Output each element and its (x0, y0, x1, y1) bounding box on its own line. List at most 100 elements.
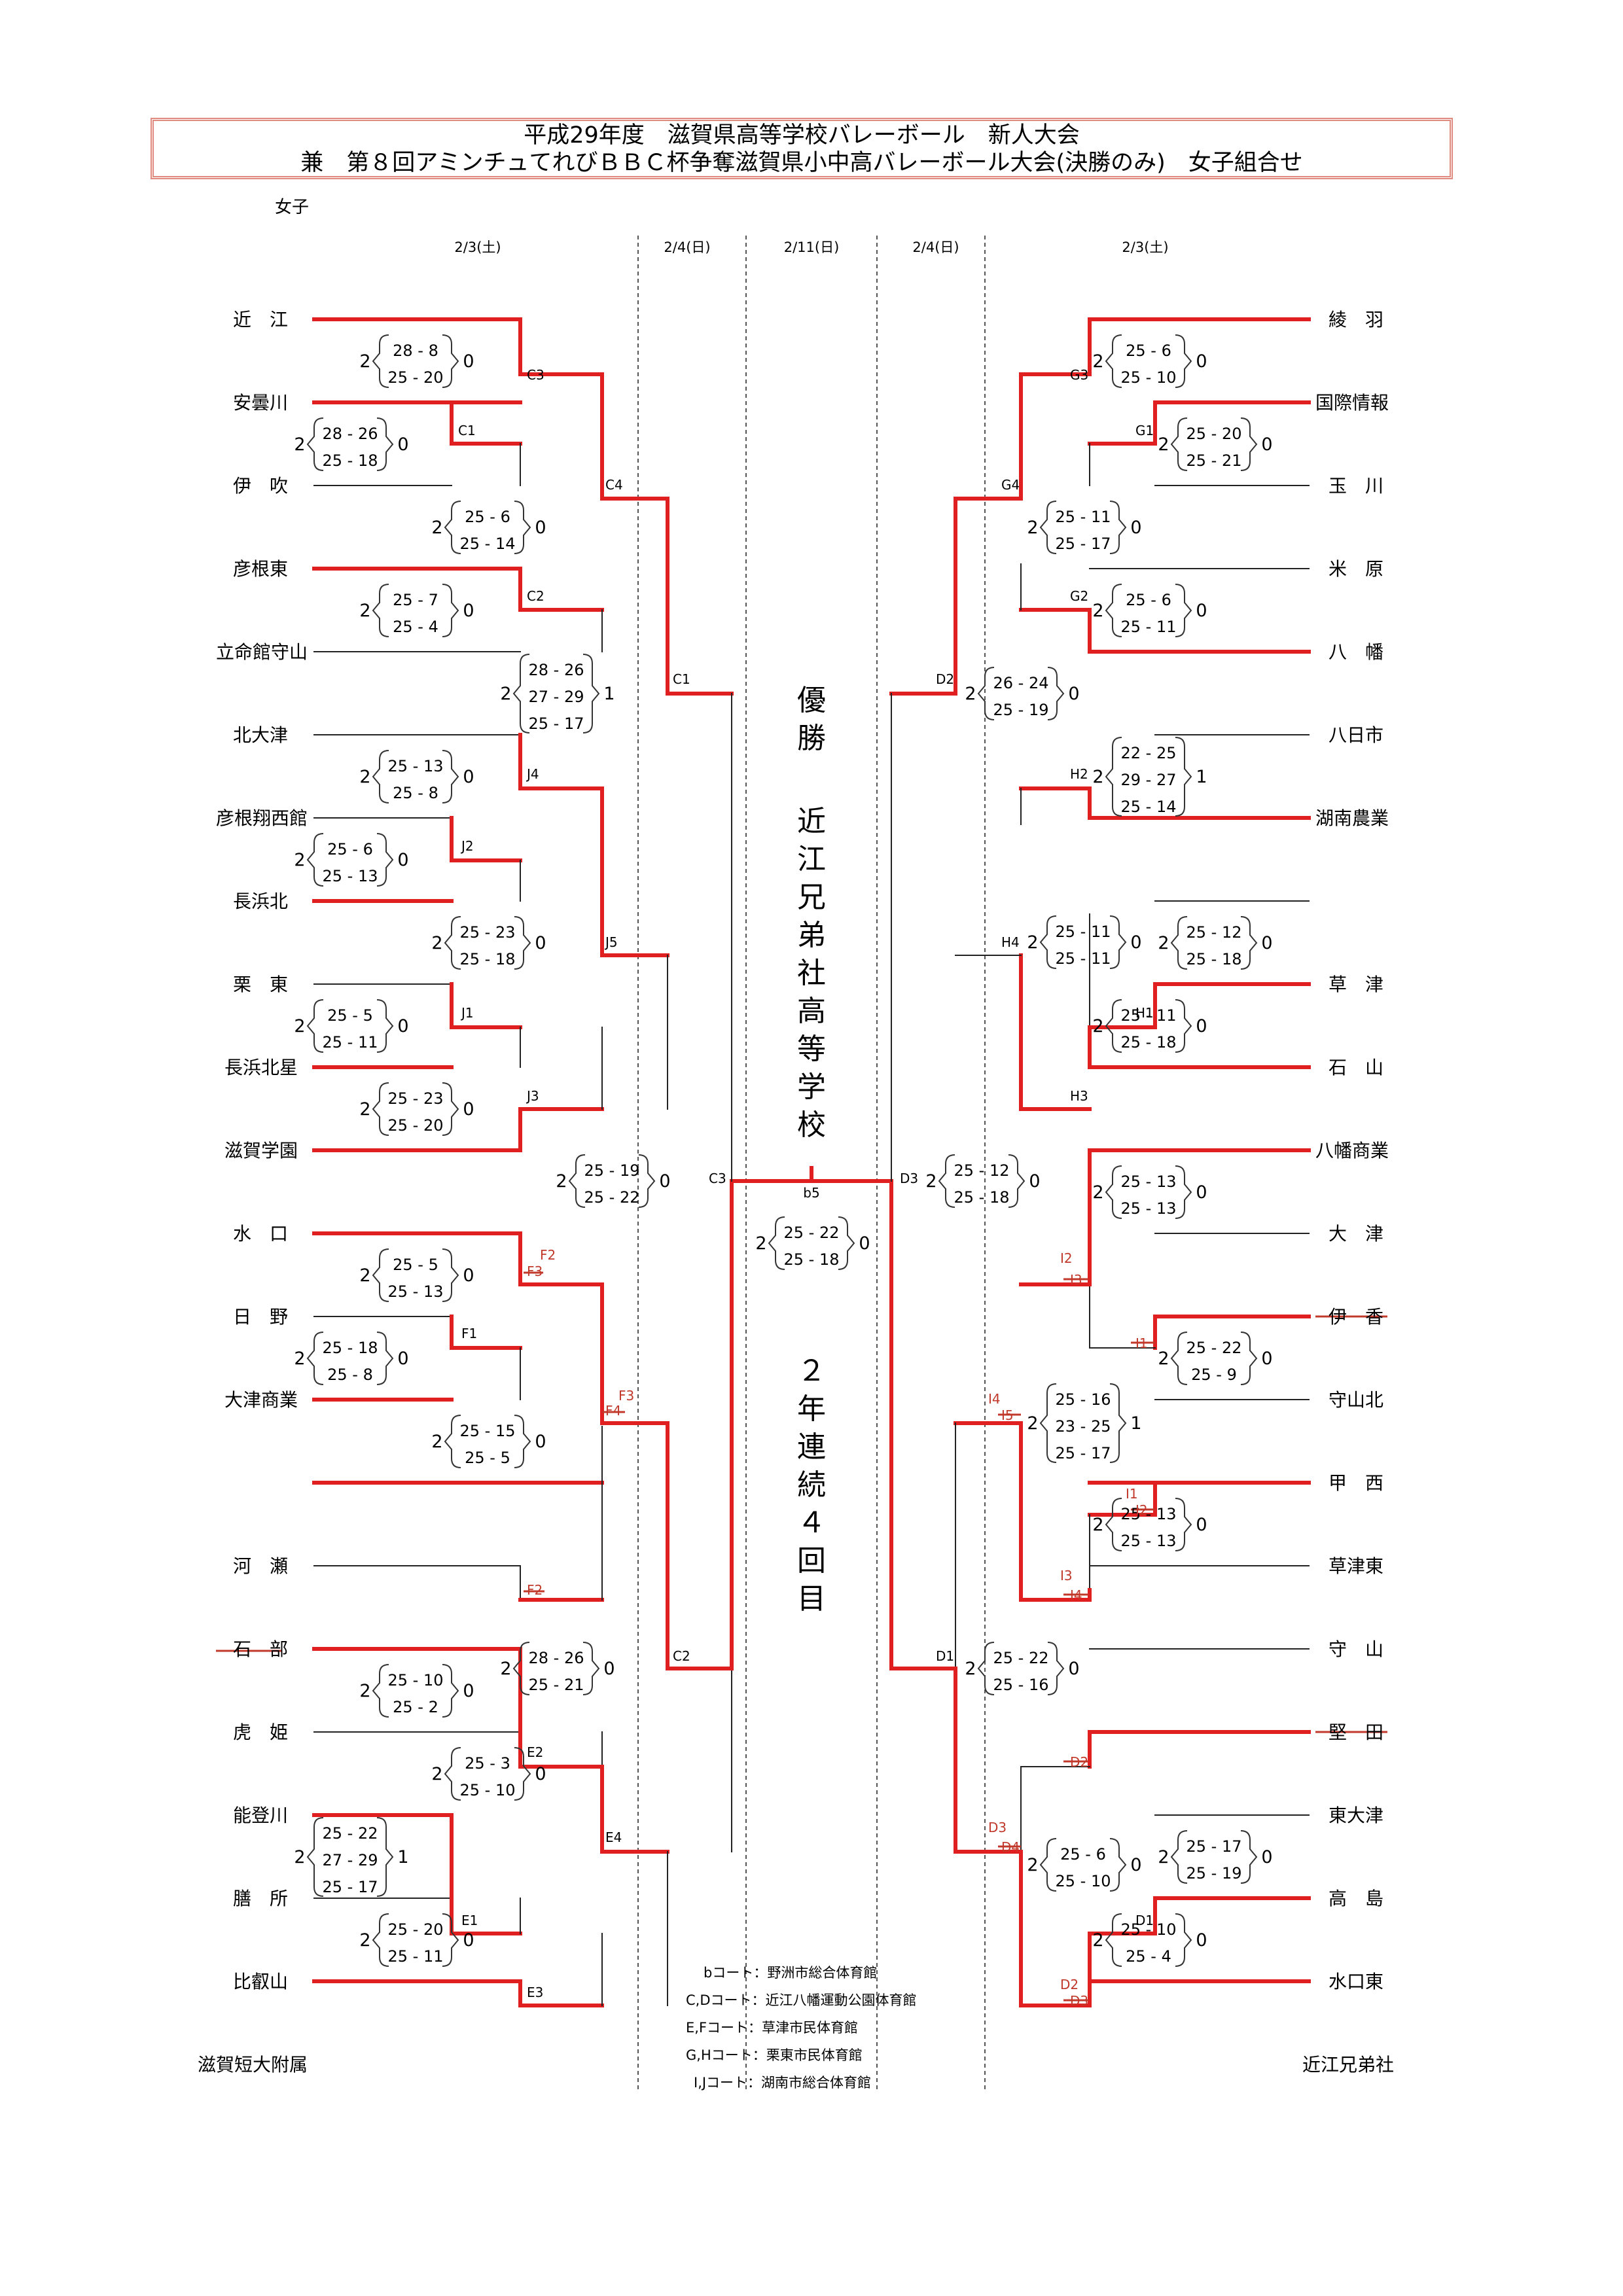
sets-lost: 0 (1196, 1930, 1207, 1951)
champion-block: 優勝 近江兄弟社高等学校 ２年連続４回目 (797, 684, 826, 1616)
champion-team: 近江兄弟社高等学校 (797, 805, 826, 1142)
sets-lost: 0 (1261, 933, 1272, 953)
brace-left (1039, 1383, 1057, 1463)
match-label: C1 (458, 423, 476, 438)
match-label: J4 (526, 766, 539, 782)
sets-won: 2 (431, 1432, 442, 1452)
sets-won: 2 (359, 601, 370, 621)
sets-won: 2 (1092, 767, 1103, 787)
team-right-8: 草 津 (1329, 974, 1383, 995)
sets-won: 2 (965, 684, 976, 704)
match-label: C1 (673, 671, 690, 687)
brace-right (1109, 1383, 1127, 1463)
set-score: 25 - 6 (327, 840, 373, 858)
match-label: D2 (936, 671, 954, 687)
sets-won: 2 (500, 1659, 511, 1679)
sets-won: 2 (965, 1659, 976, 1679)
brace-left (306, 417, 324, 471)
match-label: I4 (1070, 1587, 1082, 1603)
team-left-11: 滋賀学園 (224, 1140, 298, 1161)
sets-won: 2 (431, 518, 442, 538)
sets-won: 2 (359, 351, 370, 372)
brace-left (1039, 1838, 1057, 1892)
match-label: C3 (527, 367, 544, 383)
brace-left (1170, 916, 1188, 970)
match-label: I1 (1126, 1486, 1138, 1502)
score-box: 225 - 625 - 110 (1092, 584, 1207, 637)
set-score: 25 - 11 (1056, 508, 1111, 526)
brace-right (1240, 417, 1258, 471)
set-score: 25 - 18 (1186, 950, 1242, 968)
team-right-4: 米 原 (1329, 558, 1383, 580)
set-score: 25 - 12 (954, 1161, 1010, 1180)
brace-left (977, 1642, 995, 1695)
brace-left (1105, 1913, 1122, 1967)
brace-right (1175, 1498, 1192, 1551)
match-label: D1 (936, 1648, 954, 1664)
sets-lost: 0 (463, 351, 474, 372)
champion-label: 優勝 (797, 684, 826, 755)
team-right-2: 国際情報 (1315, 392, 1389, 414)
team-left-9: 栗 東 (233, 974, 288, 995)
match-label: D4 (1001, 1839, 1020, 1855)
team-right-5: 八 幡 (1329, 641, 1383, 663)
brace-left (372, 334, 389, 388)
set-score: 25 - 14 (460, 535, 516, 553)
brace-right (514, 501, 531, 554)
set-score: 25 - 17 (1056, 1444, 1111, 1462)
match-label: H3 (1070, 1088, 1088, 1104)
set-score: 25 - 23 (388, 1089, 444, 1108)
brace-right (514, 916, 531, 970)
brace-right (376, 417, 394, 471)
brace-left (372, 1664, 389, 1718)
set-score: 28 - 26 (529, 661, 584, 679)
sets-lost: 0 (535, 933, 546, 953)
brace-right (1109, 915, 1127, 969)
score-box: 225 - 325 - 100 (431, 1747, 546, 1801)
set-score: 25 - 10 (1121, 1920, 1177, 1939)
team-left-3: 伊 吹 (233, 475, 288, 497)
brace-right (1175, 584, 1192, 637)
set-score: 25 - 14 (1121, 798, 1177, 816)
match-label: F3 (618, 1388, 634, 1404)
brace-left (1039, 915, 1057, 969)
set-score: 25 - 10 (460, 1781, 516, 1799)
set-score: 23 - 25 (1056, 1417, 1111, 1436)
venue-b: bコート：野洲市総合体育館 (704, 1965, 877, 1981)
set-score: 25 - 18 (784, 1250, 840, 1269)
score-box: 225 - 625 - 100 (1092, 334, 1207, 388)
set-score: 25 - 19 (993, 701, 1049, 719)
match-label: I1 (1135, 1335, 1148, 1351)
set-score: 29 - 27 (1121, 771, 1177, 789)
set-score: 25 - 11 (323, 1033, 378, 1051)
brace-left (1105, 737, 1122, 817)
brace-left (1039, 501, 1057, 554)
set-score: 25 - 9 (1191, 1366, 1237, 1384)
score-box: 225 - 525 - 130 (359, 1248, 474, 1302)
sets-lost: 0 (463, 1681, 474, 1701)
brace-right (1008, 1154, 1026, 1208)
sets-won: 2 (1092, 1930, 1103, 1951)
sets-lost: 0 (1130, 1855, 1141, 1875)
set-score: 25 - 10 (1056, 1872, 1111, 1890)
venue-ef: E,Fコート：草津市民体育館 (686, 2020, 858, 2036)
sets-won: 2 (925, 1171, 936, 1192)
sets-won: 2 (755, 1233, 766, 1254)
sets-won: 2 (359, 1930, 370, 1951)
set-score: 25 - 8 (393, 784, 438, 802)
brace-left (306, 999, 324, 1053)
brace-left (444, 501, 461, 554)
sets-lost: 0 (535, 1764, 546, 1784)
match-label: I3 (1060, 1568, 1073, 1583)
match-label: F3 (527, 1263, 543, 1279)
match-label: F1 (461, 1326, 477, 1341)
match-label: D2 (1070, 1754, 1088, 1770)
sets-lost: 0 (463, 601, 474, 621)
